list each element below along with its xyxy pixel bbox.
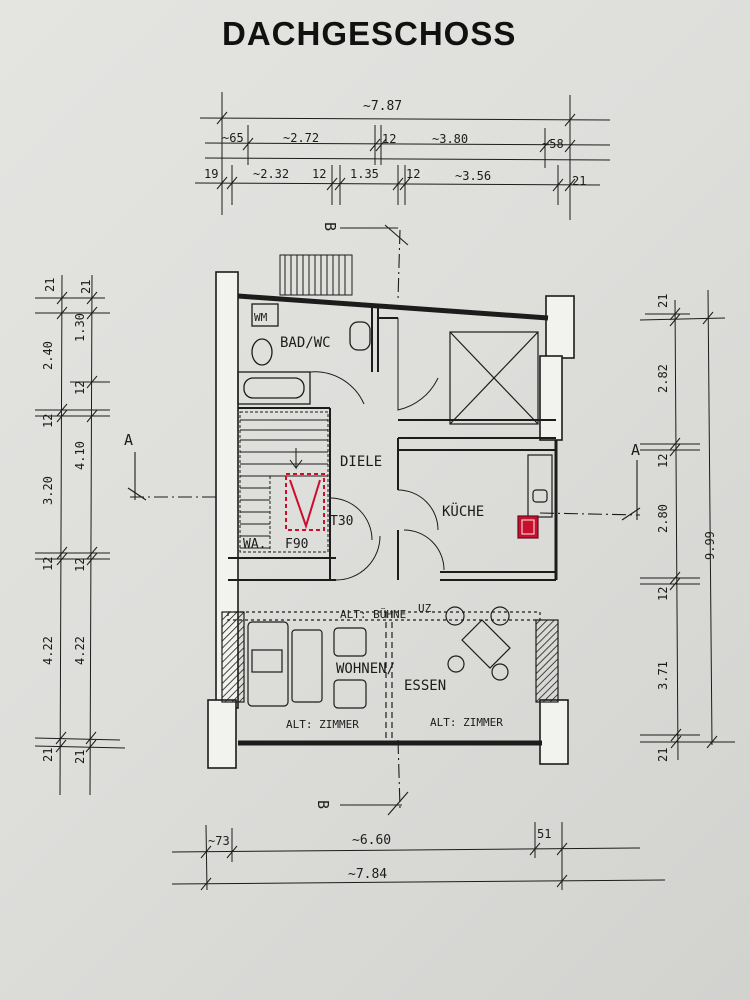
bottom-dimensions [171, 822, 666, 891]
roof-hatch-top [279, 254, 353, 296]
dim-top-total: ~7.87 [363, 99, 402, 114]
dim-right-total: 9.99 [703, 531, 717, 560]
dim-right-3: 2.80 [656, 504, 670, 533]
staircase [239, 411, 329, 553]
label-alt-zimmer-right: ALT: ZIMMER [430, 716, 503, 729]
label-uz: UZ [418, 602, 432, 615]
dim-right-1: 2.82 [656, 364, 670, 393]
room-top-right [378, 317, 539, 425]
dim-left-i-3: 4.10 [73, 441, 87, 470]
label-alt-zimmer-left: ALT: ZIMMER [286, 718, 359, 731]
dim-top-r3-6: 21 [572, 174, 586, 188]
room-label-diele: DIELE [340, 454, 382, 470]
dim-left-o-3: 3.20 [41, 476, 55, 505]
section-mark-b-bottom: B [314, 800, 332, 809]
dim-top-r3-3: 1.35 [350, 167, 379, 181]
left-outer-labels: 21 2.40 12 3.20 12 4.22 21 [41, 278, 57, 762]
dim-left-i-4: 12 [73, 558, 87, 572]
room-label-wohnen: WOHNEN/ [336, 661, 395, 677]
left-dimensions [34, 274, 126, 796]
dim-top-r3-2: 12 [312, 167, 326, 181]
left-inner-labels: 21 1.30 12 4.10 12 4.22 21 [73, 280, 93, 764]
label-f90: F90 [285, 537, 308, 552]
plan-title: DACHGESCHOSS [222, 15, 516, 52]
dim-left-o-0: 21 [43, 278, 57, 292]
kitchen-fixtures [517, 454, 553, 539]
dim-left-o-1: 2.40 [41, 341, 55, 370]
section-mark-a-right: A [631, 441, 640, 459]
right-dimensions [639, 289, 735, 761]
label-alt-buehne: ALT: BÜHNE [340, 608, 406, 621]
room-label-essen: ESSEN [404, 678, 446, 694]
dim-top-r3-5: ~3.56 [455, 169, 491, 183]
dim-top-r2-4: ~58 [542, 137, 564, 151]
dim-top-r2-2: 12 [382, 132, 396, 146]
dim-left-o-5: 4.22 [41, 636, 55, 665]
room-label-wa: WA. [243, 537, 266, 552]
dim-bottom-2: 51 [537, 827, 551, 841]
room-label-wm: WM [254, 311, 268, 324]
dim-top-r3-0: 19 [204, 167, 218, 181]
top-dimensions [194, 92, 611, 220]
dim-top-r3-4: 12 [406, 167, 420, 181]
dim-left-i-2: 12 [73, 381, 87, 395]
dim-left-i-5: 4.22 [73, 636, 87, 665]
dim-left-o-6: 21 [41, 748, 55, 762]
right-labels: 21 2.82 12 2.80 12 3.71 21 9.99 [656, 294, 717, 762]
dim-bottom-1: ~6.60 [352, 833, 391, 848]
room-label-bad: BAD/WC [280, 335, 331, 351]
interior-walls [228, 308, 556, 581]
dim-bottom-total: ~7.84 [348, 867, 387, 882]
dim-top-r2-3: ~3.80 [432, 132, 468, 146]
dim-right-4: 12 [656, 587, 670, 601]
room-label-kueche: KÜCHE [442, 502, 484, 520]
dim-left-i-0: 21 [79, 280, 93, 294]
dim-left-o-2: 12 [41, 414, 55, 428]
dim-right-2: 12 [656, 454, 670, 468]
hall-doors [329, 489, 445, 581]
attic-hatch-marker [285, 473, 325, 531]
dim-top-r2-0: ~65 [222, 131, 244, 145]
dim-top-r3-1: ~2.32 [253, 167, 289, 181]
section-mark-a-left: A [124, 431, 133, 449]
living-furniture [227, 606, 541, 743]
dim-right-6: 21 [656, 748, 670, 762]
outer-walls [207, 271, 575, 769]
section-mark-b-top: B [321, 222, 339, 231]
dim-top-r2-1: ~2.72 [283, 131, 319, 145]
door-label-t30: T30 [330, 514, 353, 529]
dim-right-0: 21 [656, 294, 670, 308]
dim-left-i-1: 1.30 [73, 313, 87, 342]
dim-left-i-6: 21 [73, 750, 87, 764]
dim-left-o-4: 12 [41, 557, 55, 571]
dim-bottom-0: ~73 [208, 834, 230, 848]
section-lines [127, 224, 641, 816]
dim-right-5: 3.71 [656, 661, 670, 690]
bathroom-fixtures [237, 303, 371, 405]
